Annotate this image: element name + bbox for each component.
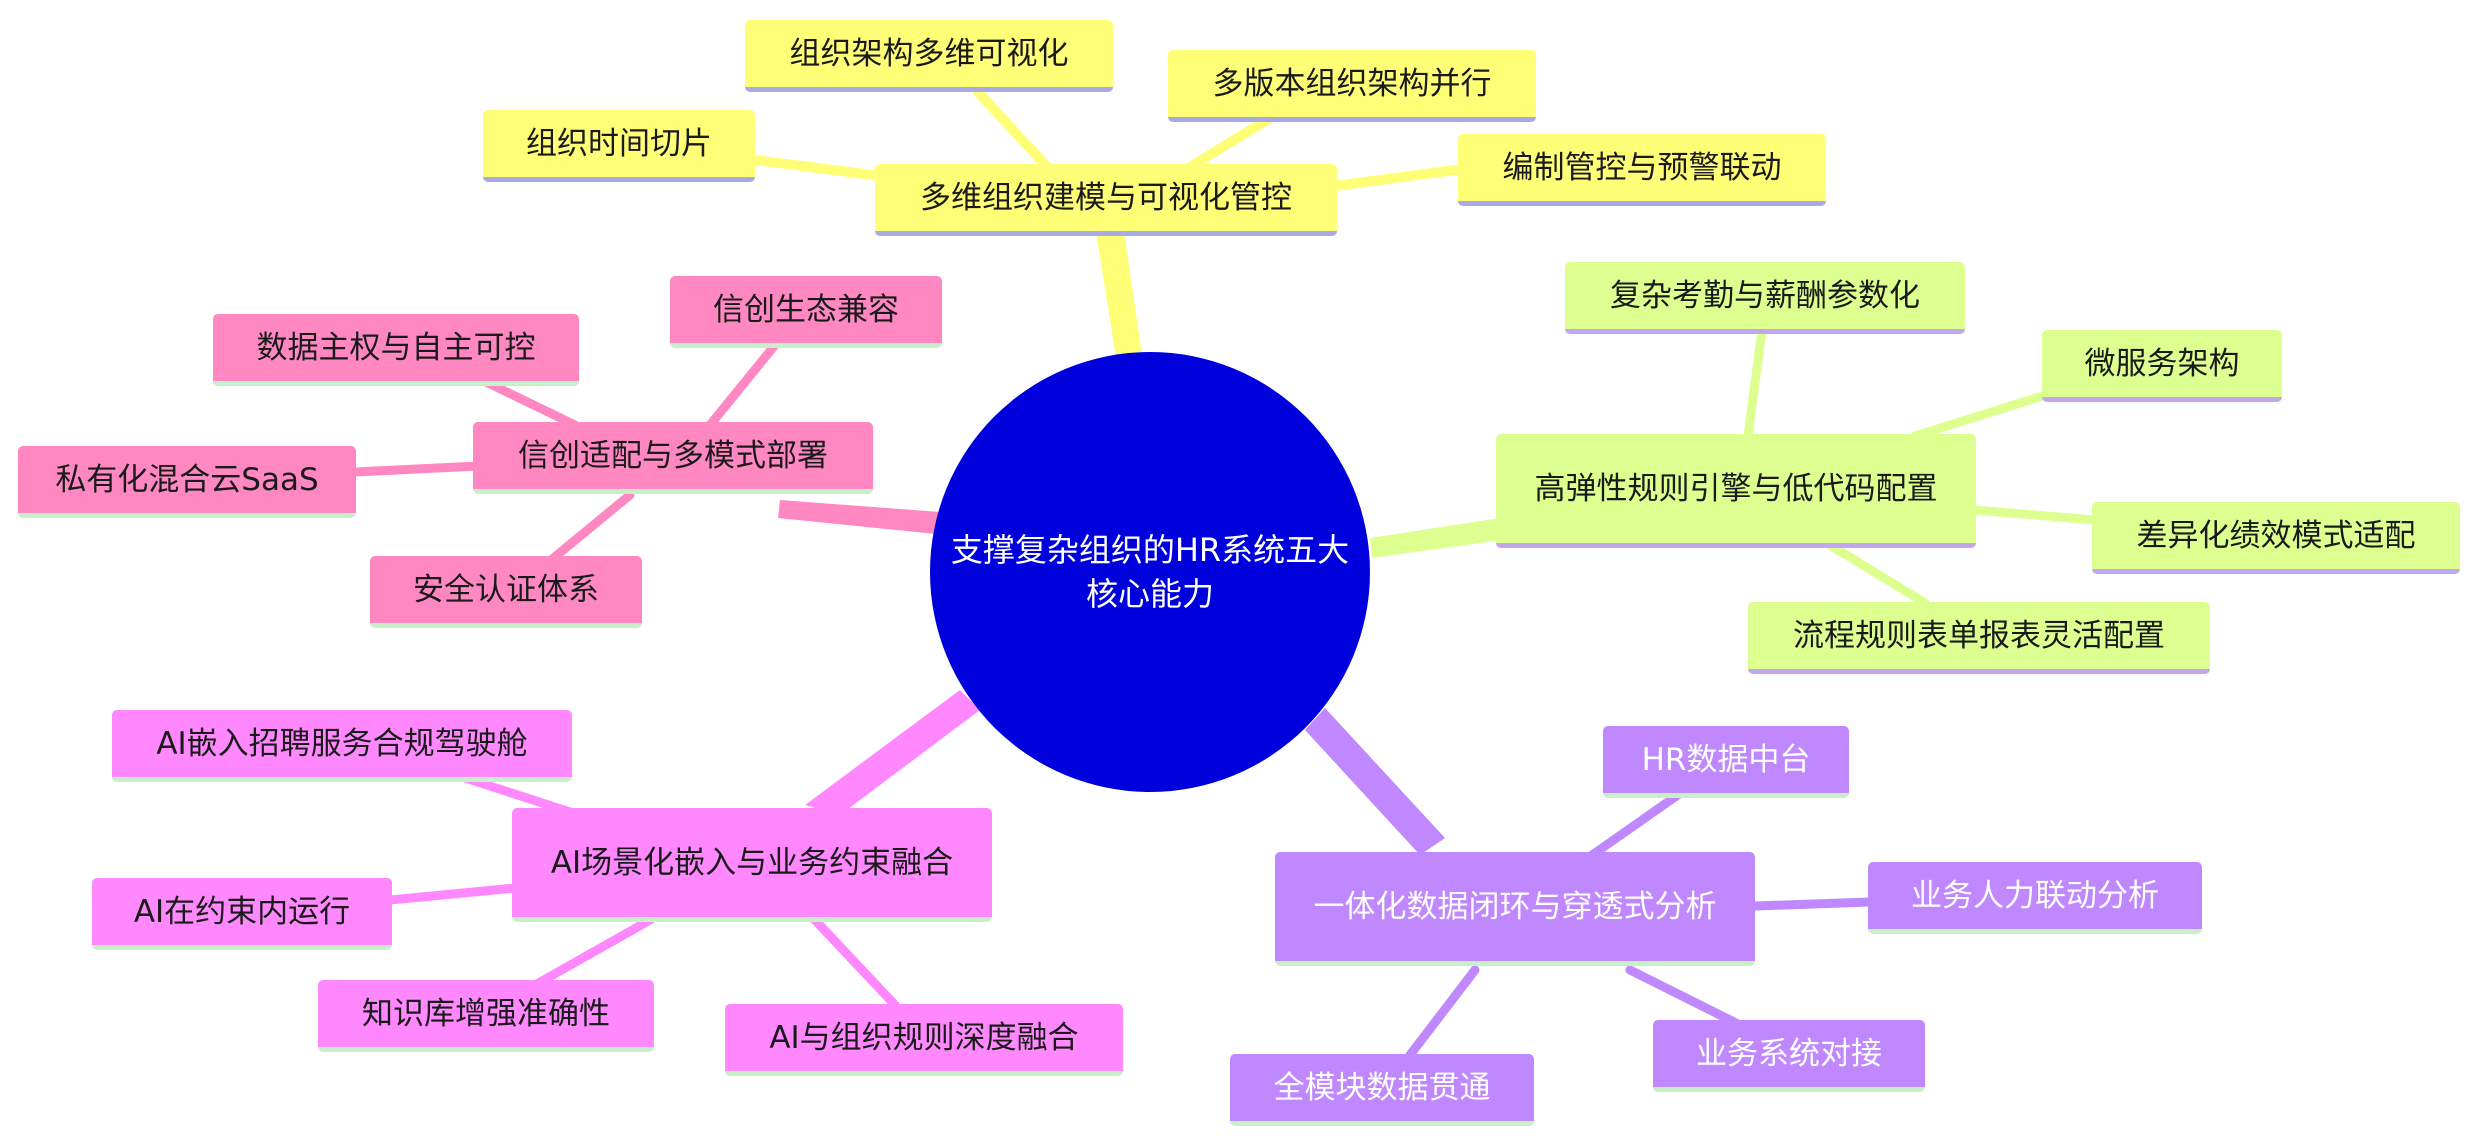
link-yellow-4 [1330, 165, 1460, 191]
leaf-knowledge-base[interactable]: 知识库增强准确性 [318, 980, 654, 1052]
leaf-business-integration[interactable]: 业务系统对接 [1653, 1020, 1925, 1092]
leaf-multi-version-org[interactable]: 多版本组织架构并行 [1168, 50, 1536, 122]
leaf-private-hybrid-saas[interactable]: 私有化混合云SaaS [18, 446, 356, 518]
leaf-workforce-analysis[interactable]: 业务人力联动分析 [1868, 862, 2202, 934]
leaf-hr-data-platform[interactable]: HR数据中台 [1603, 726, 1849, 798]
link-yellow-1 [973, 87, 1055, 175]
leaf-performance-modes[interactable]: 差异化绩效模式适配 [2092, 502, 2460, 574]
leaf-microservices[interactable]: 微服务架构 [2042, 330, 2282, 402]
link-purple-1 [1580, 785, 1690, 865]
branch-ai-embedding[interactable]: AI场景化嵌入与业务约束融合 [512, 808, 992, 922]
link-pink-4 [810, 915, 900, 1010]
leaf-headcount-alert[interactable]: 编制管控与预警联动 [1458, 134, 1826, 206]
leaf-data-sovereignty[interactable]: 数据主权与自主可控 [213, 314, 579, 386]
link-green-1 [1743, 325, 1767, 441]
leaf-ai-org-rules[interactable]: AI与组织规则深度融合 [725, 1004, 1123, 1076]
link-rose-4 [540, 490, 635, 570]
link-green-4 [1825, 540, 1930, 608]
link-center-green [1370, 518, 1502, 558]
link-green-3 [1970, 505, 2100, 525]
leaf-attendance-payroll[interactable]: 复杂考勤与薪酬参数化 [1565, 262, 1965, 334]
link-rose-3 [350, 461, 483, 477]
link-purple-2 [1750, 897, 1875, 911]
link-pink-3 [530, 915, 655, 990]
branch-rule-engine[interactable]: 高弹性规则引擎与低代码配置 [1496, 434, 1976, 548]
link-pink-2 [385, 883, 520, 905]
link-center-purple [1305, 708, 1445, 855]
link-yellow-3 [750, 155, 885, 181]
leaf-ai-constrained[interactable]: AI在约束内运行 [92, 878, 392, 950]
link-center-yellow [1096, 232, 1142, 358]
link-center-rose [778, 500, 940, 534]
leaf-org-multidim-visual[interactable]: 组织架构多维可视化 [745, 20, 1113, 92]
link-green-2 [1910, 387, 2060, 441]
leaf-xinchuang-ecosystem[interactable]: 信创生态兼容 [670, 276, 942, 348]
leaf-ai-recruit-cockpit[interactable]: AI嵌入招聘服务合规驾驶舱 [112, 710, 572, 782]
leaf-security-cert[interactable]: 安全认证体系 [370, 556, 642, 628]
branch-xinchuang-deploy[interactable]: 信创适配与多模式部署 [473, 422, 873, 494]
link-yellow-2 [1180, 113, 1275, 175]
branch-data-loop[interactable]: 一体化数据闭环与穿透式分析 [1275, 852, 1755, 966]
leaf-module-data-flow[interactable]: 全模块数据贯通 [1230, 1054, 1534, 1126]
leaf-org-time-slice[interactable]: 组织时间切片 [483, 110, 755, 182]
leaf-flexible-config[interactable]: 流程规则表单报表灵活配置 [1748, 602, 2210, 674]
central-topic[interactable]: 支撑复杂组织的HR系统五大核心能力 [930, 352, 1370, 792]
link-purple-3 [1625, 965, 1745, 1030]
link-center-pink [805, 690, 980, 815]
link-rose-2 [477, 375, 580, 430]
link-purple-4 [1405, 965, 1480, 1060]
link-rose-1 [705, 340, 780, 430]
branch-org-modeling[interactable]: 多维组织建模与可视化管控 [875, 164, 1337, 236]
